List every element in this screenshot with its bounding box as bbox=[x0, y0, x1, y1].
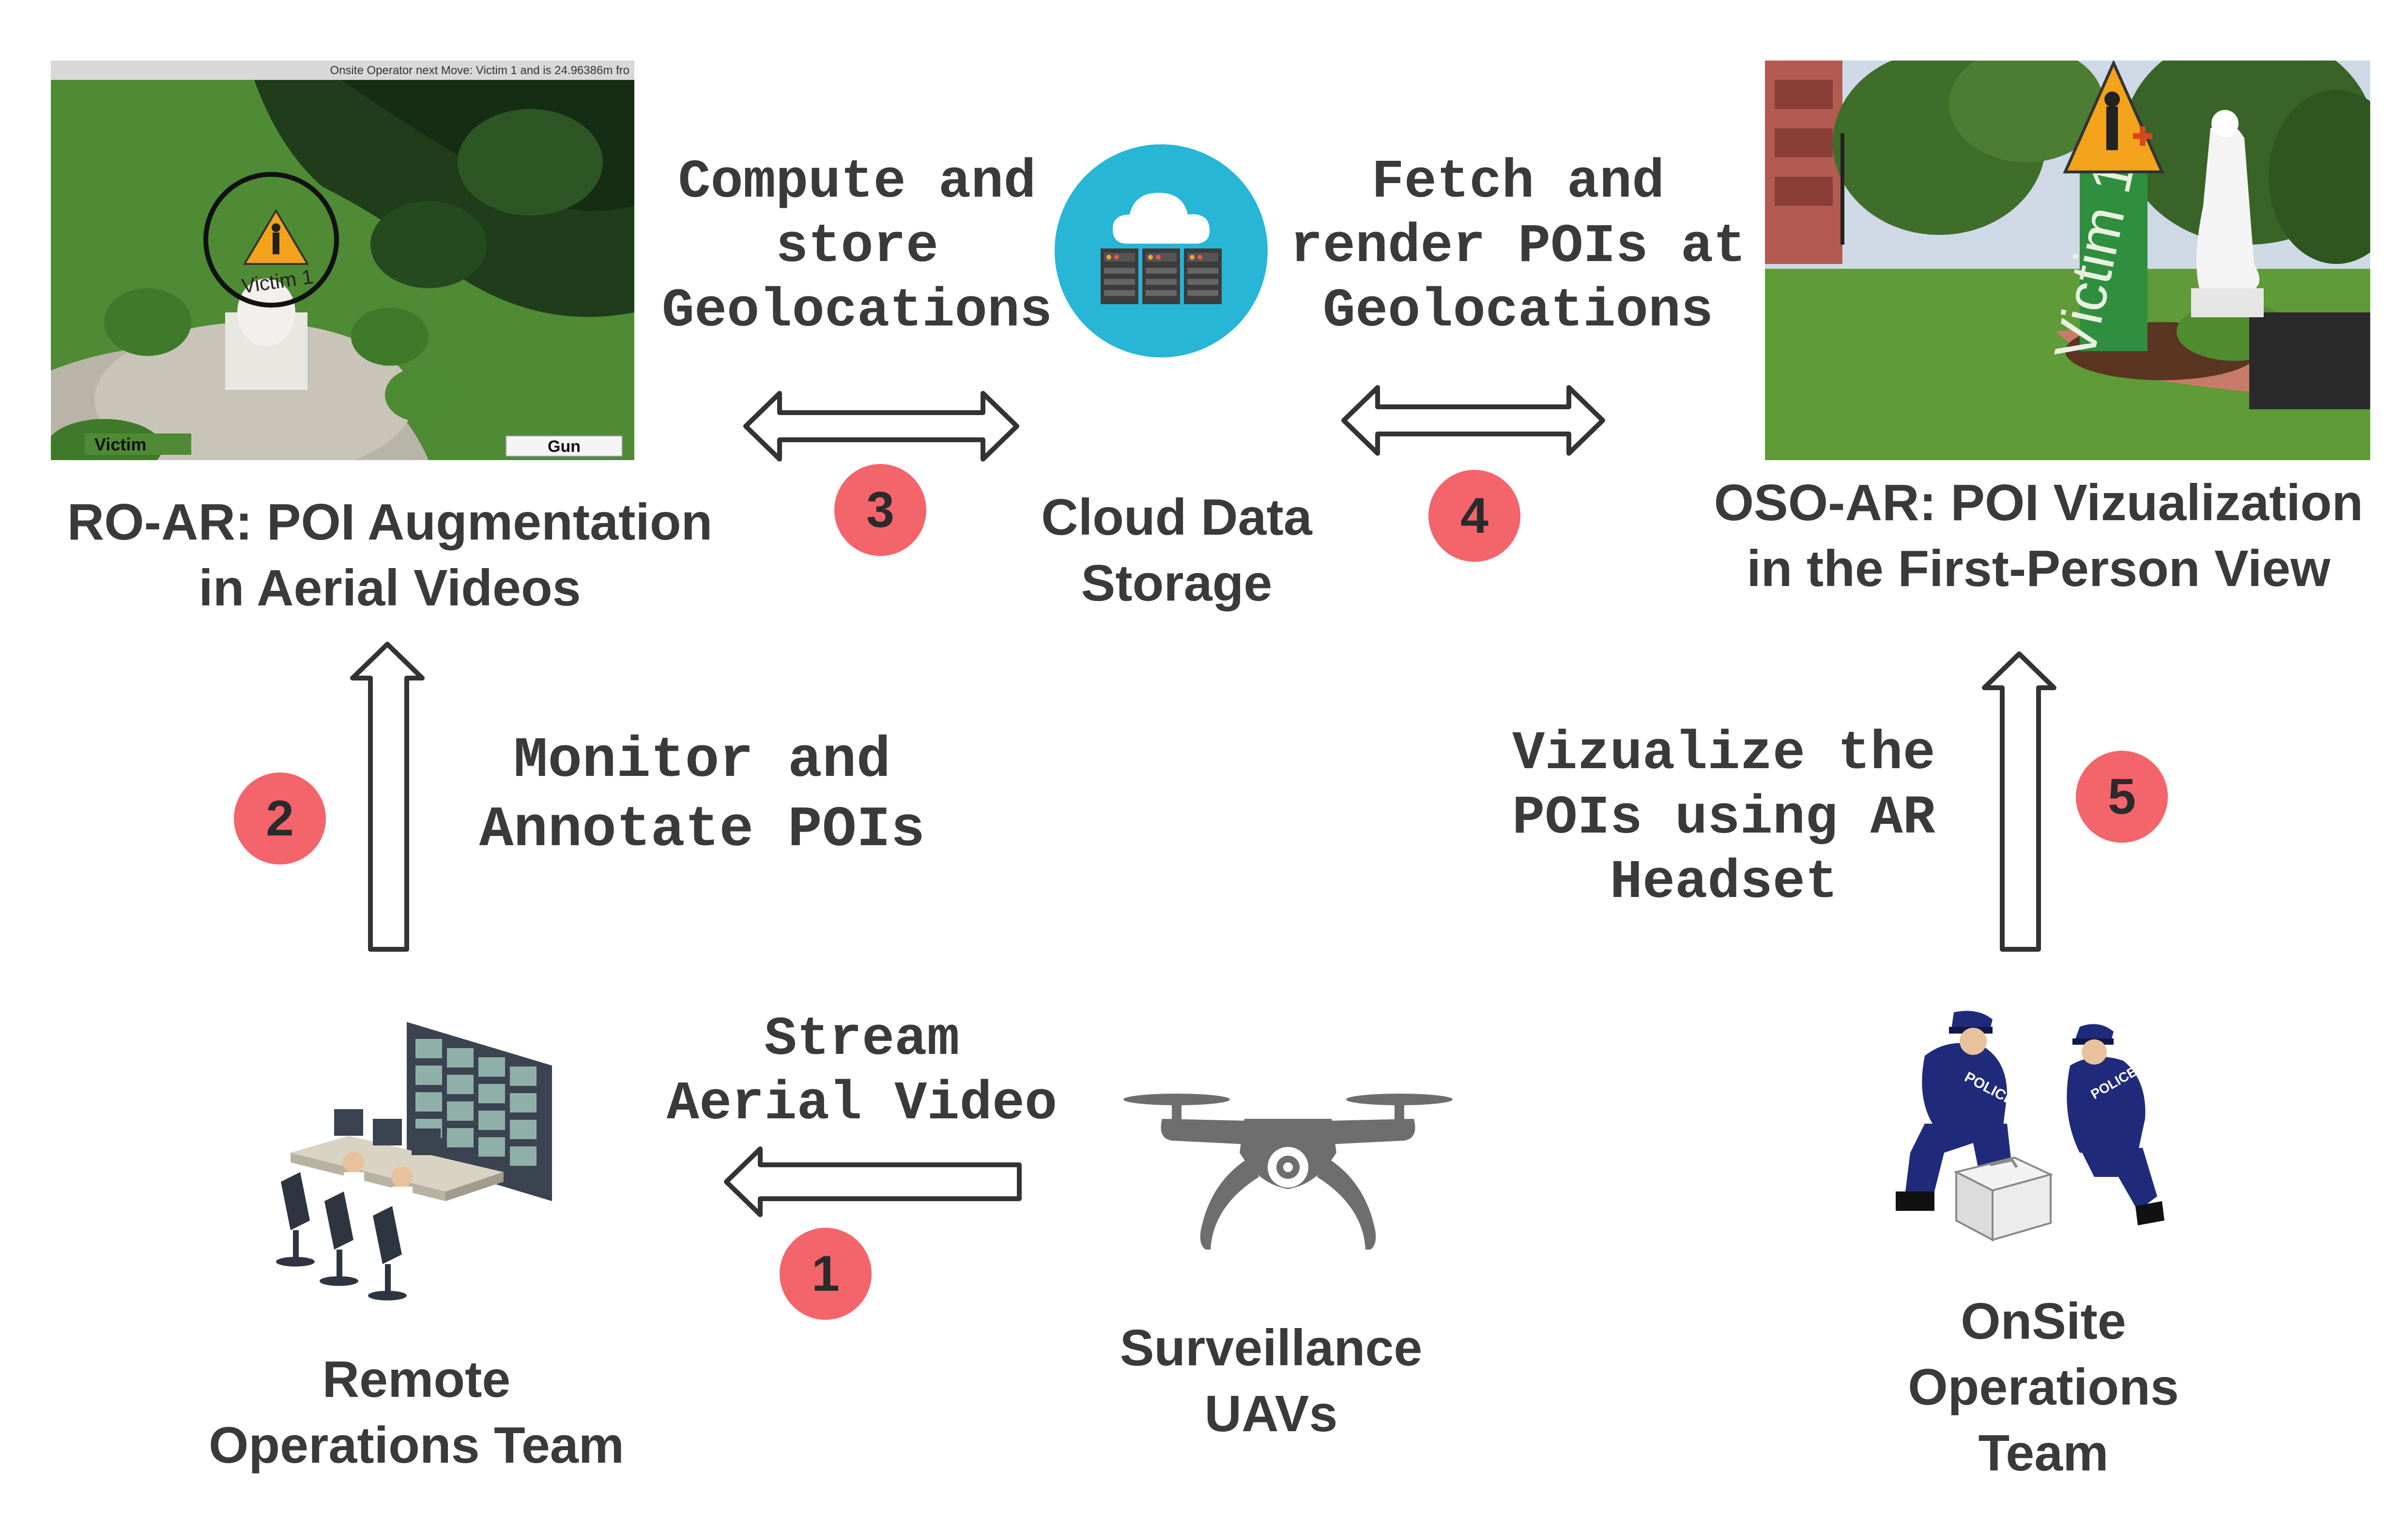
up-arrow-monitor bbox=[350, 642, 425, 952]
ro-ar-line2: in Aerial Videos bbox=[199, 559, 581, 617]
uavs-line1: Surveillance bbox=[1120, 1319, 1423, 1376]
cloud-storage-caption: Cloud Data Storage bbox=[983, 484, 1370, 616]
oso-ar-caption: OSO-AR: POI Vizualization in the First-P… bbox=[1673, 470, 2404, 602]
ro-ar-line1: RO-AR: POI Augmentation bbox=[67, 494, 713, 551]
oso-ar-line2: in the First-Person View bbox=[1747, 540, 2331, 597]
cloud-server-icon bbox=[1055, 144, 1268, 357]
vizualize-caption: Vizualize the POIs using AR Headset bbox=[1467, 722, 1980, 915]
onsite-team-caption: OnSite Operations Team bbox=[1825, 1288, 2261, 1486]
step-badge-2: 2 bbox=[234, 773, 326, 865]
stream-line2: Aerial Video bbox=[666, 1073, 1058, 1135]
vizualize-line3: Headset bbox=[1610, 852, 1838, 913]
aerial-video-frame: Victim 1 Onsite Operator next Move: Vict… bbox=[51, 61, 634, 460]
left-arrow-stream bbox=[724, 1146, 1022, 1217]
step-badge-3: 3 bbox=[834, 464, 926, 556]
fetch-line3: Geolocations bbox=[1322, 280, 1714, 342]
remote-team-caption: Remote Operations Team bbox=[145, 1346, 688, 1478]
double-arrow-fetch bbox=[1341, 385, 1605, 456]
server-rack bbox=[1101, 248, 1222, 304]
compute-line3: Geolocations bbox=[661, 280, 1053, 342]
aerial-scene: Victim 1 Onsite Operator next Move: Vict… bbox=[51, 61, 634, 460]
step-badge-4: 4 bbox=[1428, 470, 1520, 562]
fetch-caption: Fetch and render POIs at Geolocations bbox=[1259, 150, 1777, 343]
control-room-icon bbox=[276, 1022, 552, 1300]
vizualize-line1: Vizualize the bbox=[1512, 723, 1935, 785]
compute-line1: Compute and bbox=[678, 152, 1036, 213]
monitor-line2: Annotate POIs bbox=[479, 798, 925, 863]
onsite-team-line2: Operations bbox=[1908, 1359, 2179, 1416]
remote-team-line1: Remote bbox=[322, 1351, 511, 1408]
uavs-caption: Surveillance UAVs bbox=[1041, 1315, 1501, 1447]
monitor-line1: Monitor and bbox=[513, 729, 891, 793]
stream-line1: Stream bbox=[764, 1009, 960, 1070]
fetch-line1: Fetch and bbox=[1371, 152, 1665, 213]
step-badge-5: 5 bbox=[2076, 751, 2168, 843]
cloud-storage-line2: Storage bbox=[1081, 555, 1273, 612]
drone-icon bbox=[1123, 1094, 1453, 1250]
onsite-team-line3: Team bbox=[1978, 1424, 2109, 1482]
up-arrow-vizualize bbox=[1982, 651, 2056, 952]
step-badge-1: 1 bbox=[780, 1228, 872, 1320]
police-officers-icon: POLICE POLICE bbox=[1896, 1011, 2164, 1242]
gun-button[interactable]: Gun bbox=[548, 437, 581, 456]
compute-caption: Compute and store Geolocations bbox=[629, 150, 1085, 343]
first-person-scene: Victim 1 bbox=[1765, 61, 2370, 460]
vizualize-line2: POIs using AR bbox=[1512, 788, 1935, 849]
ro-ar-caption: RO-AR: POI Augmentation in Aerial Videos bbox=[19, 489, 760, 621]
first-person-frame: Victim 1 bbox=[1765, 61, 2370, 460]
uavs-line2: UAVs bbox=[1204, 1385, 1338, 1442]
victim-button[interactable]: Victim bbox=[94, 434, 146, 454]
stream-caption: Stream Aerial Video bbox=[629, 1007, 1094, 1136]
aerial-status-bar: Onsite Operator next Move: Victim 1 and … bbox=[330, 64, 629, 77]
monitor-caption: Monitor and Annotate POIs bbox=[431, 727, 973, 865]
cloud-storage-line1: Cloud Data bbox=[1041, 489, 1312, 546]
compute-line2: store bbox=[775, 216, 939, 278]
fetch-line2: render POIs at bbox=[1290, 216, 1746, 278]
remote-team-line2: Operations Team bbox=[208, 1417, 625, 1474]
equipment-case bbox=[1953, 1156, 2054, 1242]
oso-ar-line1: OSO-AR: POI Vizualization bbox=[1714, 474, 2363, 531]
onsite-team-line1: OnSite bbox=[1961, 1293, 2126, 1350]
double-arrow-compute bbox=[743, 391, 1019, 462]
